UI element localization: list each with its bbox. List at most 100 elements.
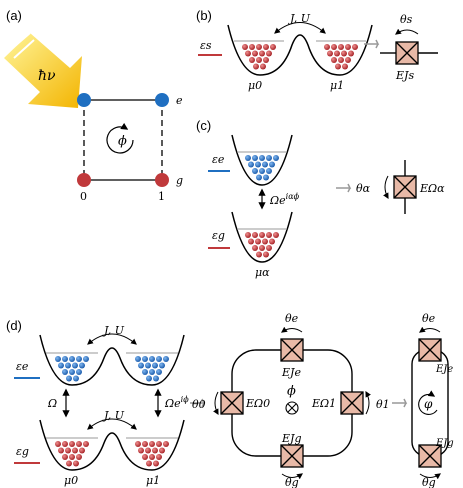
- particles-lower-c: [245, 232, 279, 258]
- mu0-b-label: μ0: [248, 79, 262, 92]
- particle: [156, 369, 162, 375]
- e-omega-alpha-label: EΩα: [419, 182, 445, 195]
- particle: [149, 441, 155, 447]
- particle: [252, 245, 258, 251]
- particle: [149, 356, 155, 362]
- particle: [263, 174, 269, 181]
- upper-double-well-d: [39, 334, 185, 386]
- particle: [72, 362, 78, 369]
- site-0-ground: [77, 173, 91, 187]
- particle: [266, 155, 272, 161]
- particle: [324, 44, 330, 50]
- theta-e2-label: θe: [422, 312, 436, 325]
- particle: [334, 50, 340, 57]
- phi-label: ϕ: [287, 384, 296, 399]
- phase-arrow-b: [395, 28, 419, 35]
- lower-double-well-d: [39, 419, 185, 471]
- particle: [159, 362, 165, 369]
- particle: [252, 168, 258, 174]
- energy-s-label: εs: [200, 39, 212, 52]
- particle: [62, 454, 68, 460]
- phase-arrow-g-d: [281, 473, 303, 480]
- particle: [245, 50, 251, 57]
- particle: [83, 356, 89, 362]
- particle: [58, 447, 64, 454]
- particle: [163, 356, 169, 362]
- particle: [146, 375, 152, 382]
- theta-e-label: θe: [285, 312, 299, 325]
- site-0-label: 0: [80, 190, 87, 203]
- particle: [156, 441, 162, 447]
- maps-to-arrow-d1-icon: [190, 398, 206, 408]
- particle: [341, 50, 347, 57]
- effective-flux-icon: [418, 390, 438, 415]
- flux-loop-icon: [106, 122, 134, 154]
- particle: [263, 57, 269, 63]
- phase-arrow-c: [383, 175, 389, 200]
- particle: [146, 460, 152, 467]
- tunnel-arrow-b: [274, 22, 326, 34]
- phase-arrow-1-d: [365, 390, 371, 415]
- particle: [142, 454, 148, 460]
- particle: [338, 44, 344, 50]
- particle: [259, 155, 265, 161]
- phase-arrow-e-d: [281, 326, 303, 333]
- maps-to-arrow-b-icon: [364, 39, 380, 49]
- particle: [252, 155, 258, 161]
- particle: [335, 63, 341, 70]
- panel-d: (d) εe J, U εg J, U Ω Ωeiϕ μ0 μ1 θe: [6, 312, 454, 488]
- particle: [255, 238, 261, 245]
- particles-upper-d: [55, 356, 169, 382]
- particle: [245, 232, 251, 238]
- eje-label: EJe: [281, 366, 301, 379]
- particle: [149, 369, 155, 375]
- particle: [266, 168, 272, 174]
- particle: [262, 238, 268, 245]
- junction-b-icon: [395, 41, 419, 65]
- particle: [331, 44, 337, 50]
- particle: [248, 238, 254, 245]
- phase-arrow-0-d: [213, 391, 219, 416]
- mu-alpha-label: μα: [255, 266, 270, 279]
- particle: [266, 50, 272, 57]
- particle: [83, 441, 89, 447]
- coupling-bottom-d-label: J, U: [102, 409, 125, 422]
- particle: [142, 369, 148, 375]
- particle: [69, 369, 75, 375]
- upper-well-c: [231, 134, 293, 186]
- particle: [55, 441, 61, 447]
- particle: [245, 155, 251, 161]
- particle: [262, 161, 268, 168]
- particles-upper-c: [245, 155, 279, 181]
- particle: [76, 356, 82, 362]
- theta-g2-label: θg: [422, 476, 436, 488]
- maps-to-arrow-c-icon: [336, 183, 352, 193]
- particle: [138, 362, 144, 369]
- particle: [69, 454, 75, 460]
- particle: [65, 447, 71, 454]
- particle: [270, 44, 276, 50]
- energy-g-d-label: εg: [16, 445, 29, 458]
- state-g-label: g: [176, 174, 183, 187]
- eje2-label: EJe: [435, 364, 453, 375]
- site-1-ground: [155, 173, 169, 187]
- rabi-c-label: Ωeiαϕ: [269, 192, 300, 207]
- particle: [79, 447, 85, 454]
- particle: [331, 57, 337, 63]
- panel-a: (a) ħν e g 0 1 ϕ: [4, 8, 183, 203]
- ejg2-label: EJg: [435, 438, 454, 449]
- particle: [256, 44, 262, 50]
- particle: [55, 356, 61, 362]
- particle: [249, 44, 255, 50]
- particle: [138, 447, 144, 454]
- omega-left-label: Ω: [47, 397, 57, 410]
- particle: [273, 155, 279, 161]
- ejs-label: EJs: [395, 69, 414, 82]
- coupling-b-label: J, U: [288, 12, 311, 25]
- particle: [342, 63, 348, 70]
- particle: [266, 232, 272, 238]
- particle: [266, 245, 272, 251]
- particle: [242, 44, 248, 50]
- particle: [156, 356, 162, 362]
